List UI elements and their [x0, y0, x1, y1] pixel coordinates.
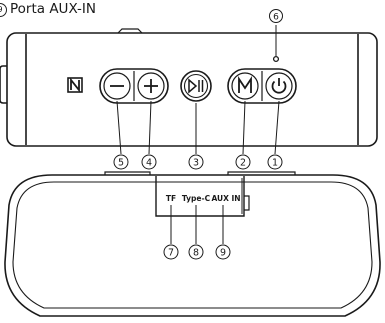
callout-7: 7: [163, 244, 179, 260]
mode-power-button-group: [227, 68, 297, 104]
callout-5-text: 5: [118, 158, 124, 169]
port-label-type-c: Type-C: [182, 194, 211, 203]
callout-3: 3: [188, 154, 204, 170]
speaker-top-view: [0, 28, 378, 147]
m-icon: [238, 76, 252, 93]
callout-4-text: 4: [146, 158, 152, 169]
callout-1: 1: [267, 154, 283, 170]
side-leader-lines: [170, 205, 224, 244]
top-leader-lines: [116, 25, 280, 155]
plus-icon: [144, 79, 158, 93]
aux-in-heading: 9Porta AUX-IN: [0, 1, 96, 17]
callout-8-text: 8: [193, 248, 199, 259]
port-label-tf: TF: [166, 194, 176, 203]
callout-5: 5: [113, 154, 129, 170]
side-tab: [244, 195, 250, 211]
speaker-grille-outline: [12, 181, 373, 309]
play-pause-button[interactable]: [180, 70, 212, 102]
callout-1-text: 1: [272, 158, 278, 169]
power-icon: [271, 78, 287, 94]
speaker-side-outline: [4, 174, 381, 317]
callout-4: 4: [141, 154, 157, 170]
strap-loop: [0, 65, 7, 104]
callout-8: 8: [188, 244, 204, 260]
speaker-top-outline: [6, 32, 378, 147]
callout-2: 2: [235, 154, 251, 170]
mode-button[interactable]: [231, 72, 259, 100]
callout-2-text: 2: [240, 158, 246, 169]
callouts: 6 5 4 3 2 1 7 8: [113, 9, 283, 260]
callout-6-text: 6: [273, 13, 279, 23]
speaker-side-view: [4, 171, 381, 317]
callout-9-text: 9: [220, 248, 226, 259]
callout-7-text: 7: [168, 248, 174, 259]
side-seam-left: [104, 171, 151, 175]
volume-button-group: [99, 68, 169, 104]
volume-up-button[interactable]: [137, 72, 165, 100]
power-button[interactable]: [265, 72, 293, 100]
port-labels: TF Type-C AUX IN: [166, 194, 241, 203]
port-label-aux-in: AUX IN: [211, 194, 240, 203]
callout-9: 9: [215, 244, 231, 260]
top-seam: [117, 28, 143, 34]
microphone-hole: [272, 55, 280, 63]
callout-6: 6: [269, 9, 283, 23]
volume-down-button[interactable]: [103, 72, 131, 100]
heading-text: Porta AUX-IN: [10, 1, 96, 17]
callout-3-text: 3: [193, 158, 199, 169]
nfc-icon: [67, 77, 83, 93]
play-pause-icon: [188, 78, 204, 94]
side-seam-right: [227, 171, 296, 175]
